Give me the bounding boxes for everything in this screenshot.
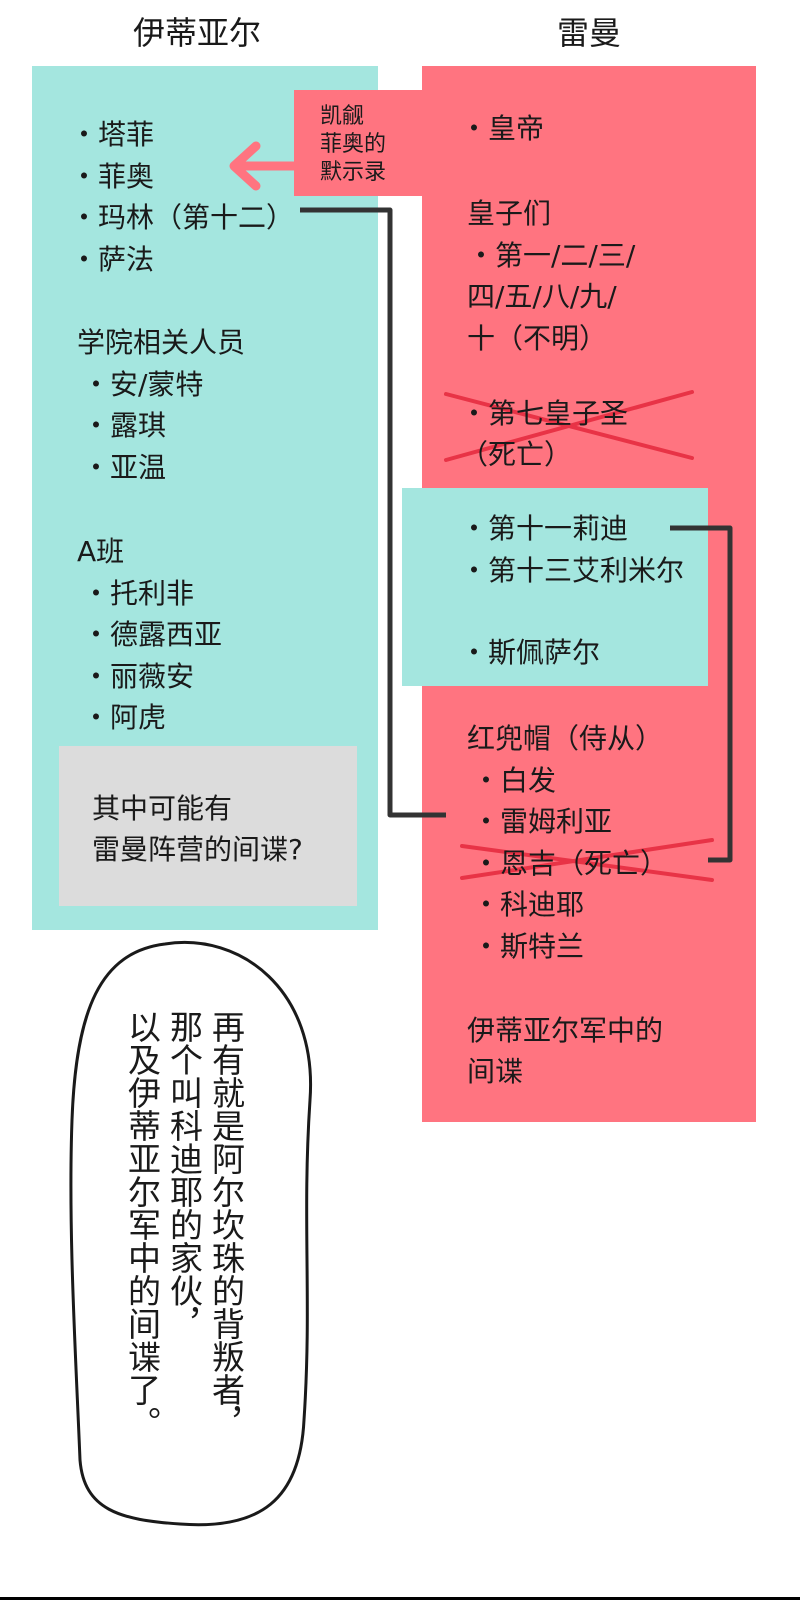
speech-bubble-column: 以及伊蒂亚尔军中的间谍了。 <box>122 1010 162 1439</box>
redcap-item: ・雷姆利亚 <box>472 805 613 838</box>
moved-member-item: ・斯佩萨尔 <box>460 636 601 669</box>
emperor-item: ・皇帝 <box>460 112 545 145</box>
redcap-item: ・科迪耶 <box>472 888 585 921</box>
lydie-enji-connector <box>670 525 733 863</box>
fio-tag-line: 菲奥的 <box>320 132 387 157</box>
redcap-item: ・恩吉（死亡） <box>472 847 669 880</box>
dead-prince-line: （死亡） <box>460 438 573 471</box>
speech-bubble-column: 再有就是阿尔坎珠的背叛者， <box>206 1010 246 1439</box>
spy-question-line: 雷曼阵营的间谍? <box>92 833 303 866</box>
dead-prince-cross-icon <box>444 390 694 462</box>
speech-bubble-column: 那个叫科迪耶的家伙， <box>164 1010 204 1340</box>
fio-tag-line: 默示录 <box>320 160 387 185</box>
left-member-item: ・玛林（第十二） <box>70 201 295 234</box>
right-faction-title: 雷曼 <box>557 14 622 52</box>
dead-prince-line: ・第七皇子圣 <box>460 397 629 430</box>
left-member-item: ・塔菲 <box>70 118 155 151</box>
moved-members-panel <box>402 488 708 686</box>
redcap-item: ・斯特兰 <box>472 930 585 963</box>
moved-member-item: ・第十三艾利米尔 <box>460 554 685 587</box>
left-member-item: ・菲奥 <box>70 160 155 193</box>
princes-header: 皇子们 <box>467 197 552 230</box>
redcap-item: ・白发 <box>472 764 557 797</box>
bottom-border <box>0 1597 800 1600</box>
class-a-item: ・德露西亚 <box>82 618 223 651</box>
class-a-item: ・阿虎 <box>82 701 167 734</box>
moved-member-item: ・第十一莉迪 <box>460 512 629 545</box>
academy-header: 学院相关人员 <box>77 326 246 359</box>
left-faction-title: 伊蒂亚尔 <box>133 14 262 52</box>
academy-item: ・安/蒙特 <box>82 368 204 401</box>
redcap-header: 红兜帽（侍从） <box>467 722 664 755</box>
fio-tag-line: 凯觎 <box>320 104 365 129</box>
spy-question-line: 其中可能有 <box>92 792 233 825</box>
left-member-item: ・萨法 <box>70 243 155 276</box>
princes-line: 四/五/八/九/ <box>467 280 617 313</box>
class-a-item: ・丽薇安 <box>82 660 195 693</box>
class-a-item: ・托利非 <box>82 577 195 610</box>
academy-item: ・露琪 <box>82 409 167 442</box>
academy-item: ・亚温 <box>82 451 167 484</box>
spy-label-line: 伊蒂亚尔军中的 <box>467 1014 664 1047</box>
class-a-header: A班 <box>77 535 125 568</box>
spy-label-line: 间谍 <box>467 1055 524 1088</box>
fio-apocalypse-tag <box>294 90 450 196</box>
princes-line: ・第一/二/三/ <box>467 239 636 272</box>
dead-redcap-cross-icon <box>460 838 714 882</box>
princes-line: 十（不明） <box>467 322 608 355</box>
arrow-left-icon <box>229 141 299 191</box>
marlin-remlia-connector <box>300 207 446 818</box>
spy-question-box <box>59 746 357 906</box>
speech-bubble-outline <box>69 941 313 1527</box>
